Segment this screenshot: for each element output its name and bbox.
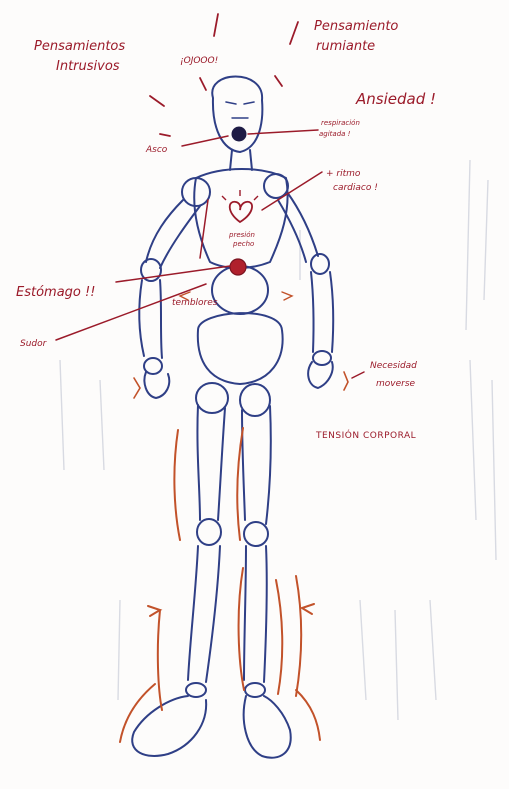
annotation-labels: Pensamientos Intrusivos ¡OJOOO! Pensamie…: [16, 19, 436, 441]
label-cardiaco: cardiaco !: [333, 183, 378, 193]
left-thigh: [197, 405, 225, 520]
left-forearm: [139, 280, 162, 358]
label-necesidad: Necesidad: [370, 361, 417, 371]
label-intrusivos: Intrusivos: [56, 59, 120, 74]
label-moverse: moverse: [376, 379, 416, 389]
label-rumiante: rumiante: [316, 39, 375, 54]
label-ansiedad: Ansiedad !: [355, 90, 436, 108]
label-ojo: ¡OJOOO!: [180, 56, 218, 66]
label-ritmo: + ritmo: [326, 169, 361, 179]
label-respiracion: respiración: [321, 119, 360, 127]
label-pecho: pecho: [232, 240, 254, 248]
right-shin: [244, 546, 267, 682]
stomach-mark: [230, 259, 246, 275]
neck: [230, 150, 252, 170]
mannequin-figure: [132, 77, 333, 758]
label-presion: presión: [228, 231, 255, 239]
label-estomago: Estómago !!: [16, 285, 95, 300]
right-forearm: [311, 272, 333, 352]
left-knee: [197, 519, 221, 545]
right-knee: [244, 522, 268, 546]
mouth-mark: [232, 127, 247, 142]
label-tension: TENSIÓN CORPORAL: [315, 429, 416, 441]
right-hip: [240, 384, 270, 416]
label-sudor: Sudor: [20, 339, 48, 349]
label-pensamiento: Pensamiento: [314, 19, 398, 34]
left-upper-arm: [146, 200, 200, 268]
left-hip: [196, 383, 228, 413]
right-thigh: [242, 406, 271, 524]
pelvis: [198, 313, 283, 384]
left-hand: [144, 372, 169, 398]
right-elbow: [311, 254, 329, 274]
label-agitada: agitada !: [319, 130, 351, 138]
label-pensamientos: Pensamientos: [34, 39, 125, 54]
heart-icon: [230, 202, 252, 222]
left-shin: [188, 546, 220, 682]
heart-marks: [222, 190, 258, 222]
right-shoulder: [264, 174, 288, 198]
label-temblores: temblores: [172, 298, 218, 308]
thought-marks: [150, 14, 298, 136]
right-foot: [244, 696, 291, 758]
label-asco: Asco: [145, 145, 168, 155]
left-foot: [132, 696, 206, 756]
